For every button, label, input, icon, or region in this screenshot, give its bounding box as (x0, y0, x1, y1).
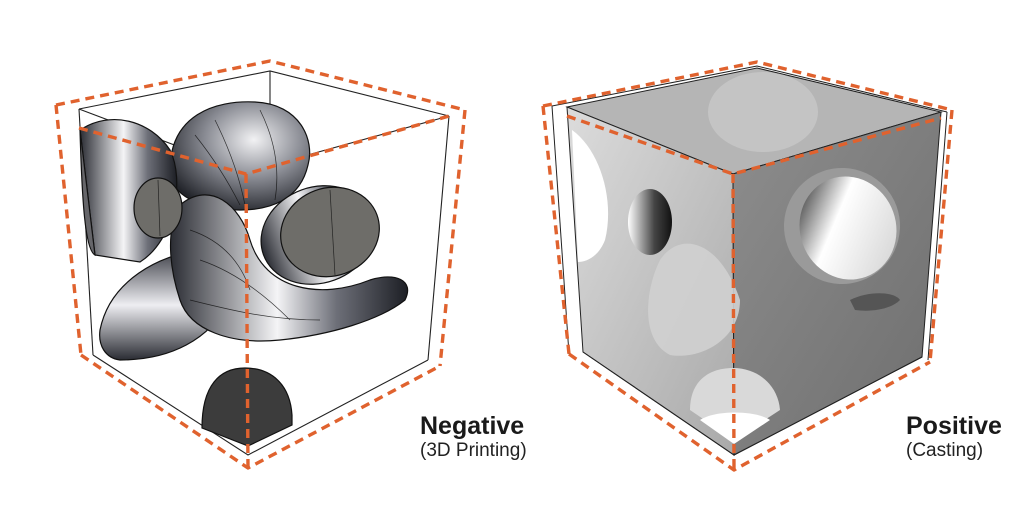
negative-bounding-box (54, 59, 467, 470)
positive-subtitle: (Casting) (906, 440, 984, 462)
negative-label: Negative (3D Printing) (420, 413, 527, 461)
positive-title: Positive (906, 412, 1002, 440)
positive-cube-wireframe (551, 65, 948, 456)
negative-subtitle: (3D Printing) (420, 440, 527, 462)
positive-label: Positive (Casting) (906, 413, 1002, 461)
positive-cavities (572, 72, 900, 444)
positive-panel (541, 60, 954, 472)
negative-solid-surfaces (79, 101, 409, 447)
negative-panel (54, 59, 467, 470)
positive-bounding-box (541, 60, 954, 472)
negative-isolines (157, 109, 336, 321)
negative-title: Negative (420, 412, 525, 440)
